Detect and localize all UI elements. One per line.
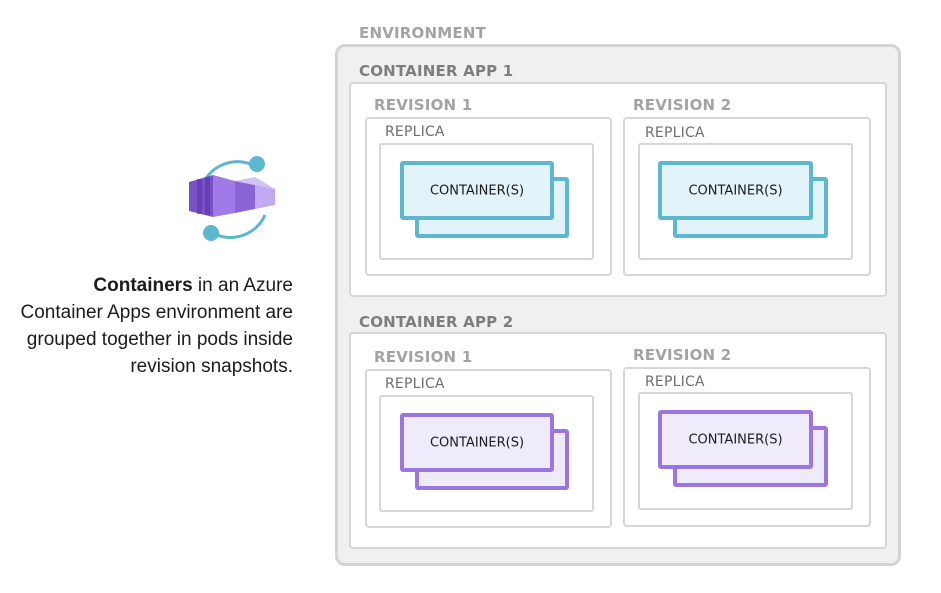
replica-label: REPLICA bbox=[385, 376, 445, 392]
container-box: CONTAINER(S) bbox=[400, 413, 554, 472]
caption: Containers in an Azure Container Apps en… bbox=[10, 272, 294, 380]
caption-bold: Containers bbox=[93, 275, 193, 296]
container-box: CONTAINER(S) bbox=[658, 161, 813, 220]
revision-label: REVISION 2 bbox=[633, 346, 732, 364]
environment-label: ENVIRONMENT bbox=[359, 24, 487, 42]
container-label: CONTAINER(S) bbox=[688, 432, 783, 447]
container-apps-icon bbox=[189, 156, 275, 241]
app-label: CONTAINER APP 1 bbox=[359, 62, 514, 80]
caption-text: in an Azure Container Apps environment a… bbox=[20, 275, 294, 377]
container-label: CONTAINER(S) bbox=[429, 435, 525, 450]
container-label: CONTAINER(S) bbox=[429, 183, 525, 198]
container-box: CONTAINER(S) bbox=[400, 161, 554, 220]
replica-label: REPLICA bbox=[645, 125, 705, 141]
container-box: CONTAINER(S) bbox=[658, 410, 813, 469]
app-label: CONTAINER APP 2 bbox=[359, 313, 514, 331]
revision-label: REVISION 2 bbox=[633, 96, 732, 114]
revision-label: REVISION 1 bbox=[374, 96, 473, 114]
replica-label: REPLICA bbox=[645, 374, 705, 390]
revision-label: REVISION 1 bbox=[374, 348, 473, 366]
container-label: CONTAINER(S) bbox=[688, 183, 783, 198]
replica-label: REPLICA bbox=[385, 124, 445, 140]
